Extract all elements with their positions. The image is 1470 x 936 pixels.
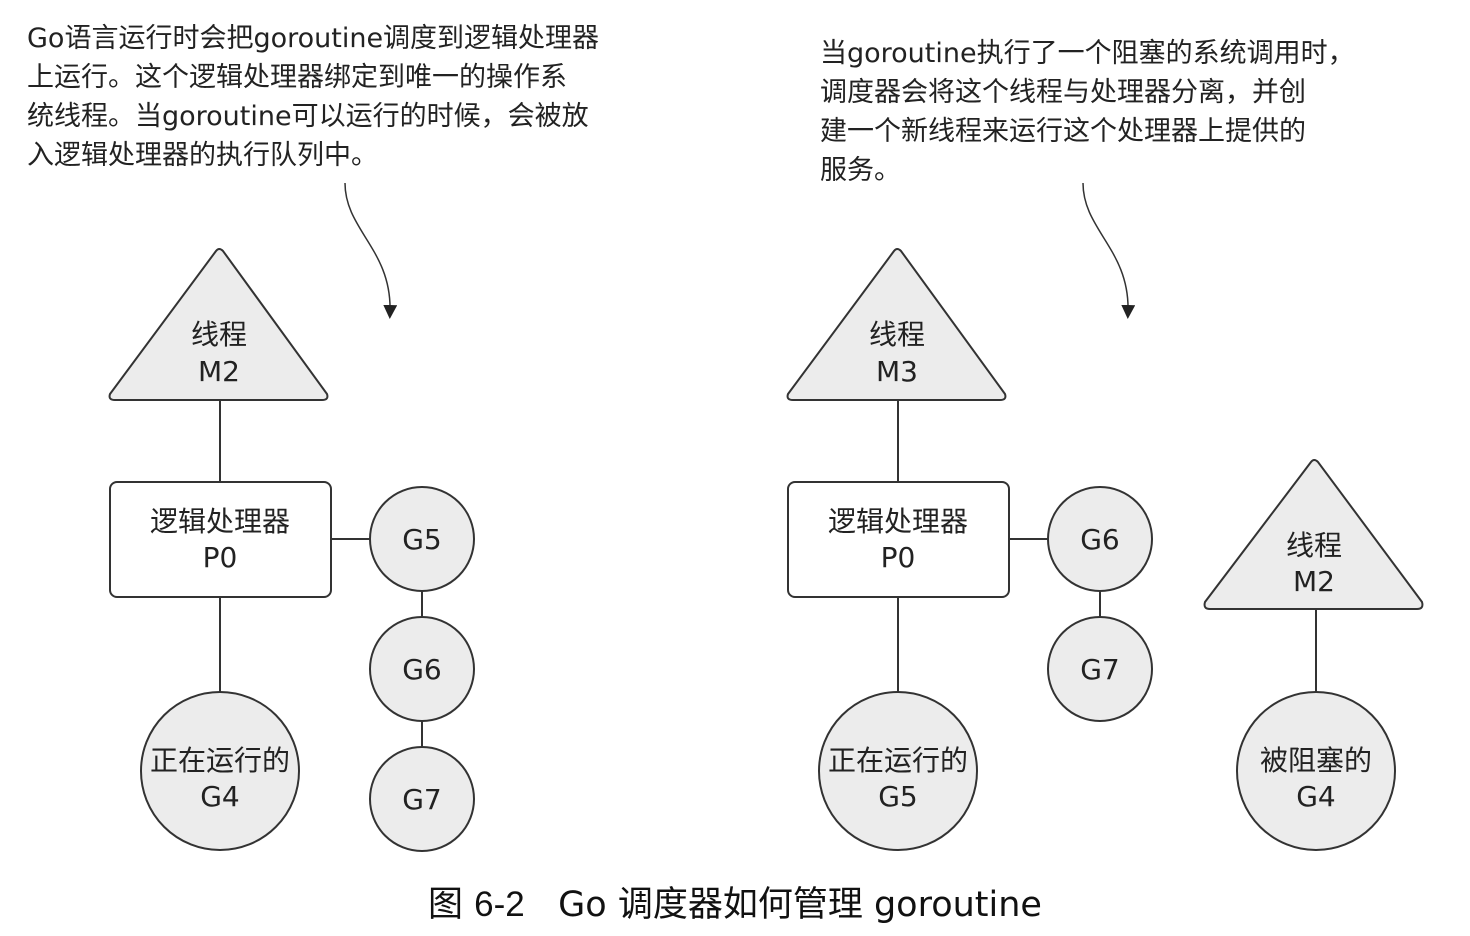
thread-m3-right: 线程 M3 xyxy=(786,248,1007,401)
annotation-right: 当goroutine执行了一个阻塞的系统调用时， 调度器会将这个线程与处理器分离… xyxy=(820,38,1355,186)
figure-caption: 图 6-2 Go 调度器如何管理 goroutine xyxy=(0,876,1470,927)
goroutine-label: G5 xyxy=(402,523,442,556)
running-label: 正在运行的 xyxy=(828,744,968,777)
thread-label: 线程 xyxy=(869,318,925,351)
goroutine-label: G7 xyxy=(402,783,442,816)
thread-id: M2 xyxy=(1293,565,1335,598)
annotation-left: Go语言运行时会把goroutine调度到逻辑处理器 上运行。这个逻辑处理器绑定… xyxy=(27,23,600,171)
thread-id: M3 xyxy=(876,355,918,388)
pointer-arrow-left xyxy=(344,182,398,319)
running-goroutine-right: 正在运行的 G5 xyxy=(818,691,978,851)
goroutine-g6-right: G6 xyxy=(1047,486,1153,592)
pointer-arrow-right xyxy=(1082,182,1136,319)
running-label: 正在运行的 xyxy=(150,744,290,777)
goroutine-label: G6 xyxy=(402,653,442,686)
processor-id: P0 xyxy=(203,541,238,574)
running-id: G5 xyxy=(878,780,918,813)
goroutine-g6-left: G6 xyxy=(369,616,475,722)
running-goroutine-left: 正在运行的 G4 xyxy=(140,691,300,851)
goroutine-g5-left: G5 xyxy=(369,486,475,592)
goroutine-g7-right: G7 xyxy=(1047,616,1153,722)
running-id: G4 xyxy=(200,780,240,813)
caption-prefix: 图 xyxy=(428,885,464,925)
blocked-label: 被阻塞的 xyxy=(1260,744,1372,777)
goroutine-g7-left: G7 xyxy=(369,746,475,852)
processor-id: P0 xyxy=(881,541,916,574)
thread-m2-left: 线程 M2 xyxy=(108,248,329,401)
processor-label: 逻辑处理器 xyxy=(828,505,968,538)
thread-label: 线程 xyxy=(1286,529,1342,562)
processor-label: 逻辑处理器 xyxy=(150,505,290,538)
blocked-goroutine: 被阻塞的 G4 xyxy=(1236,691,1396,851)
caption-number: 6-2 xyxy=(474,885,525,924)
thread-label: 线程 xyxy=(191,318,247,351)
logical-processor-right: 逻辑处理器 P0 xyxy=(787,481,1010,598)
thread-id: M2 xyxy=(198,355,240,388)
thread-m2-detached: 线程 M2 xyxy=(1203,459,1424,610)
caption-title: Go 调度器如何管理 goroutine xyxy=(558,885,1042,925)
logical-processor-left: 逻辑处理器 P0 xyxy=(109,481,332,598)
goroutine-label: G6 xyxy=(1080,523,1120,556)
blocked-id: G4 xyxy=(1296,780,1336,813)
goroutine-label: G7 xyxy=(1080,653,1120,686)
